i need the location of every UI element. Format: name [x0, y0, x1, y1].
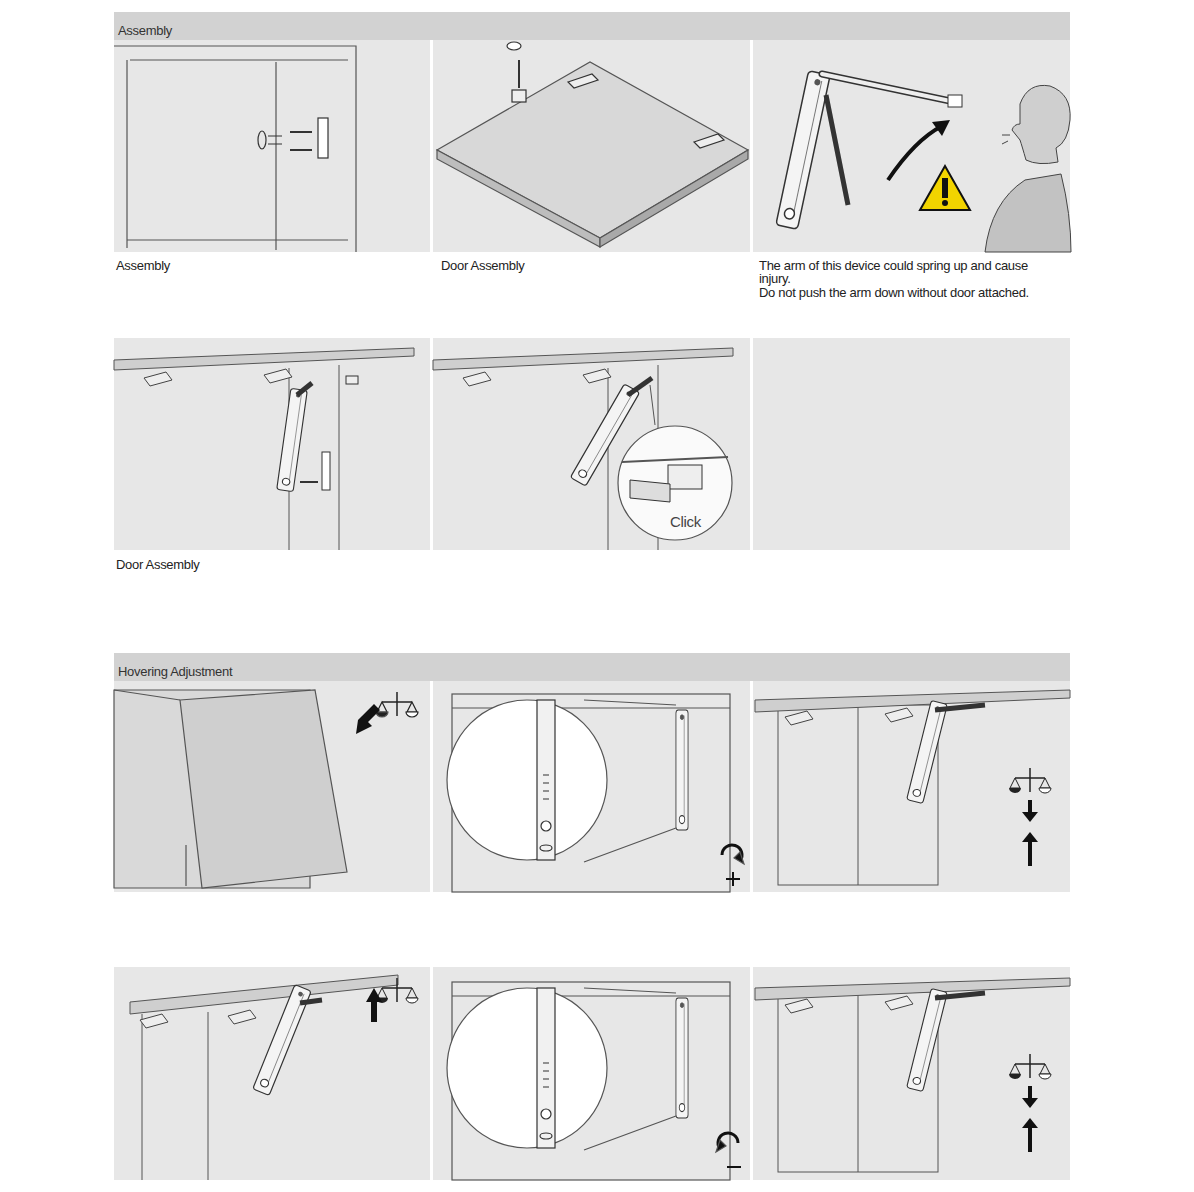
- door-hover-2: [755, 978, 1070, 1172]
- door-heavy: [130, 975, 418, 1180]
- warning-note: Do not push the arm down without door at…: [759, 286, 1029, 299]
- warning-illustration: [776, 71, 1071, 252]
- step-caption: Door Assembly: [441, 259, 525, 272]
- section-band: Hovering Adjustment: [114, 653, 1070, 681]
- callout-text: Click: [670, 513, 701, 530]
- front-view-plus: [447, 694, 744, 892]
- step-caption: Assembly: [116, 259, 170, 272]
- cabinet-mounting: [114, 46, 356, 252]
- warning-note: The arm of this device could spring up a…: [759, 259, 1034, 285]
- section-band: Assembly: [114, 12, 1070, 40]
- step-caption: Door Assembly: [116, 558, 200, 571]
- panel-grounds: [114, 40, 1070, 1180]
- door-assembly-1: [114, 348, 414, 550]
- section-heading: Assembly: [114, 23, 176, 38]
- cabinet-closed: [114, 690, 418, 888]
- door-assembly-2: [433, 348, 733, 550]
- section-heading: Hovering Adjustment: [114, 664, 236, 679]
- door-board: [437, 42, 748, 247]
- door-hover-1: [755, 690, 1070, 885]
- front-view-minus: [447, 982, 741, 1180]
